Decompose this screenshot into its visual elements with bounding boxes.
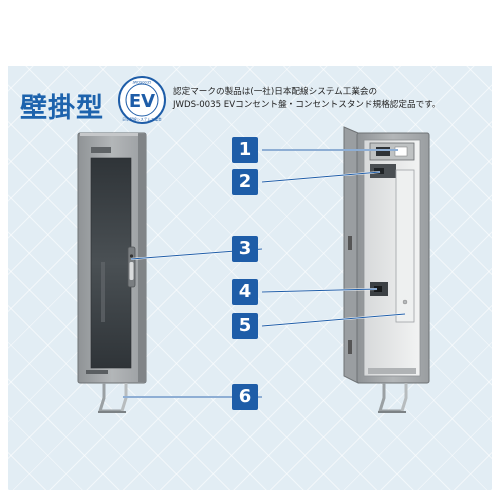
certification-line-1: 認定マークの製品は(一社)日本配線システム工業会の: [173, 87, 378, 97]
closed-cabinet: [77, 132, 147, 413]
callout-6: 6: [232, 384, 258, 410]
callout-5: 5: [232, 313, 258, 339]
badge-logo-text: EV: [129, 91, 155, 112]
ev-certification-badge: JWDS0035 日本配線システム工業会 EV: [118, 76, 166, 124]
callout-1: 1: [232, 137, 258, 163]
open-cabinet: [343, 126, 430, 413]
callout-2: 2: [232, 169, 258, 195]
cabinet-window: [90, 157, 132, 369]
certification-text: 認定マークの製品は(一社)日本配線システム工業会の JWDS-0035 EVコン…: [173, 86, 441, 112]
page-title: 壁掛型: [20, 93, 104, 124]
callout-4: 4: [232, 279, 258, 305]
badge-ring-text: 日本配線システム工業会: [122, 117, 162, 122]
callout-3: 3: [232, 236, 258, 262]
cabinet-logo-plate: [91, 147, 111, 153]
certification-line-2: JWDS-0035 EVコンセント盤・コンセントスタンド規格認定品です。: [173, 100, 441, 110]
badge-top-text: JWDS0035: [132, 81, 152, 85]
